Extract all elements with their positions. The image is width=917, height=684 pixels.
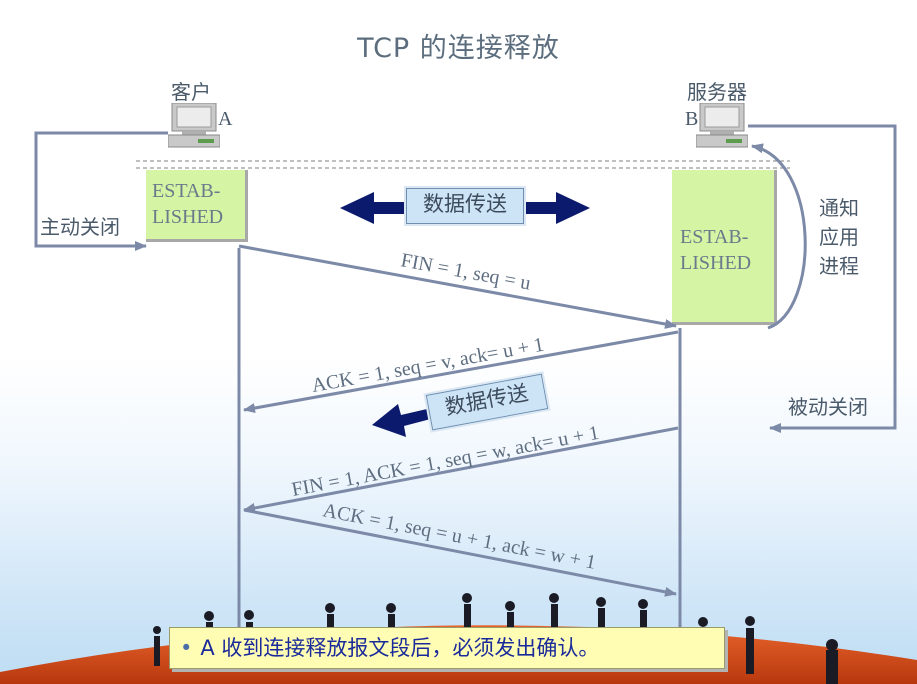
notify-app-line3: 进程 xyxy=(819,254,859,278)
server-letter: B xyxy=(685,108,699,130)
left-arrow-icon xyxy=(372,404,442,437)
fin-segment-arrow xyxy=(238,244,677,329)
server-state-line1: ESTAB- xyxy=(680,226,749,248)
active-close-arrow xyxy=(34,131,168,251)
final-ack-segment-arrow xyxy=(243,508,677,597)
notify-app-label: 通知 应用 进程 xyxy=(819,194,859,281)
server-state-box: ESTAB- LISHED xyxy=(672,170,777,325)
bullet-icon: • xyxy=(180,636,193,660)
final-ack-segment-label: ACK = 1, seq = u + 1, ack = w + 1 xyxy=(321,499,598,574)
notify-app-line1: 通知 xyxy=(819,196,859,220)
footnote-box: • A 收到连接释放报文段后，必须发出确认。 xyxy=(169,627,725,669)
passive-close-arrow xyxy=(748,124,897,433)
server-label: 服务器 xyxy=(687,80,747,104)
client-state-line2: LISHED xyxy=(152,206,224,228)
passive-close-label: 被动关闭 xyxy=(788,395,868,419)
client-state-line1: ESTAB- xyxy=(152,180,221,202)
notify-app-line2: 应用 xyxy=(819,225,859,249)
page-title: TCP 的连接释放 xyxy=(357,33,560,64)
notify-app-arrow xyxy=(751,143,807,330)
ack-segment-arrow xyxy=(243,330,679,413)
server-state-line2: LISHED xyxy=(680,252,752,274)
active-close-label: 主动关闭 xyxy=(40,215,120,239)
data-transfer-box: 数据传送 xyxy=(404,186,526,226)
client-label: 客户 xyxy=(171,80,211,104)
footnote-text: A 收到连接释放报文段后，必须发出确认。 xyxy=(200,636,600,660)
fin-ack-segment-arrow xyxy=(243,426,679,513)
computer-icon xyxy=(168,103,220,148)
fin-ack-segment-label: FIN = 1, ACK = 1, seq = w, ack= u + 1 xyxy=(290,422,601,501)
client-state-box: ESTAB- LISHED xyxy=(146,170,248,242)
client-letter: A xyxy=(218,108,233,130)
computer-icon xyxy=(696,103,748,148)
